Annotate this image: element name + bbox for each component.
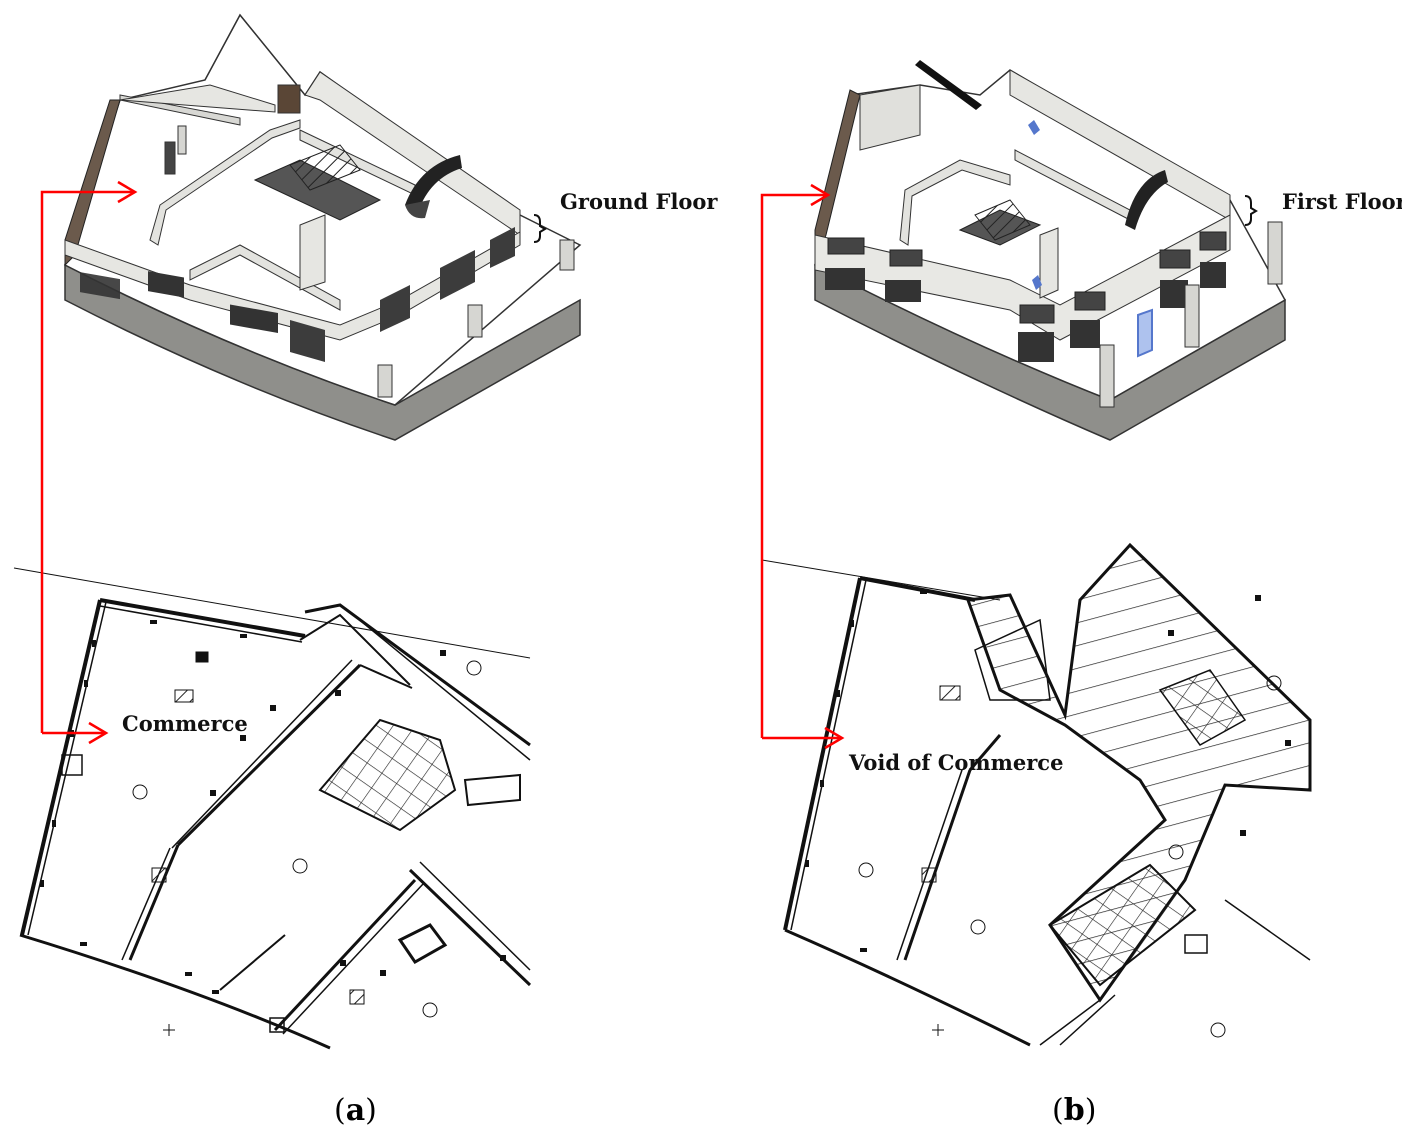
caption-a-letter: a bbox=[345, 1093, 366, 1128]
arrow-b-first-floor bbox=[760, 193, 828, 738]
first-floor-plan bbox=[761, 542, 1312, 1047]
caption-a: (a) bbox=[334, 1093, 377, 1128]
first-floor-label: First Floor bbox=[1282, 189, 1402, 214]
ground-floor-3d-model bbox=[64, 13, 582, 441]
void-of-commerce-label: Void of Commerce bbox=[849, 750, 1064, 775]
ground-floor-label: Ground Floor bbox=[560, 189, 718, 214]
first-floor-3d-model bbox=[814, 60, 1287, 441]
arrow-a-ground-floor bbox=[40, 190, 135, 733]
ground-floor-plan bbox=[13, 567, 532, 1050]
caption-b: (b) bbox=[1052, 1093, 1097, 1128]
level-brackets bbox=[533, 195, 1258, 243]
caption-b-letter: b bbox=[1063, 1093, 1085, 1128]
connector-arrows bbox=[40, 180, 845, 750]
commerce-label: Commerce bbox=[122, 711, 248, 736]
